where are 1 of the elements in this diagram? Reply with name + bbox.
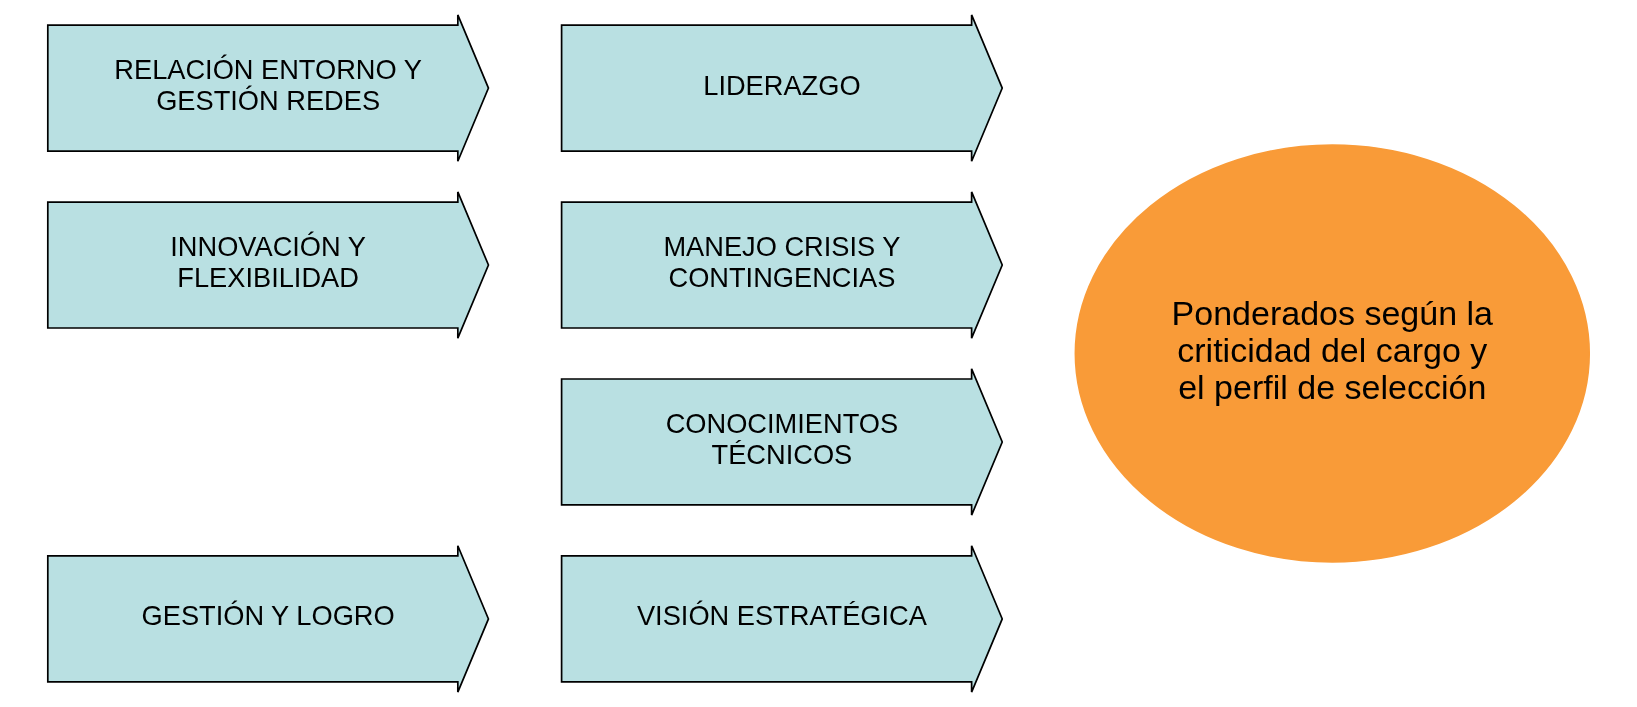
- node-ellipse: Ponderados según la criticidad del cargo y el perfil de selección: [1074, 144, 1591, 563]
